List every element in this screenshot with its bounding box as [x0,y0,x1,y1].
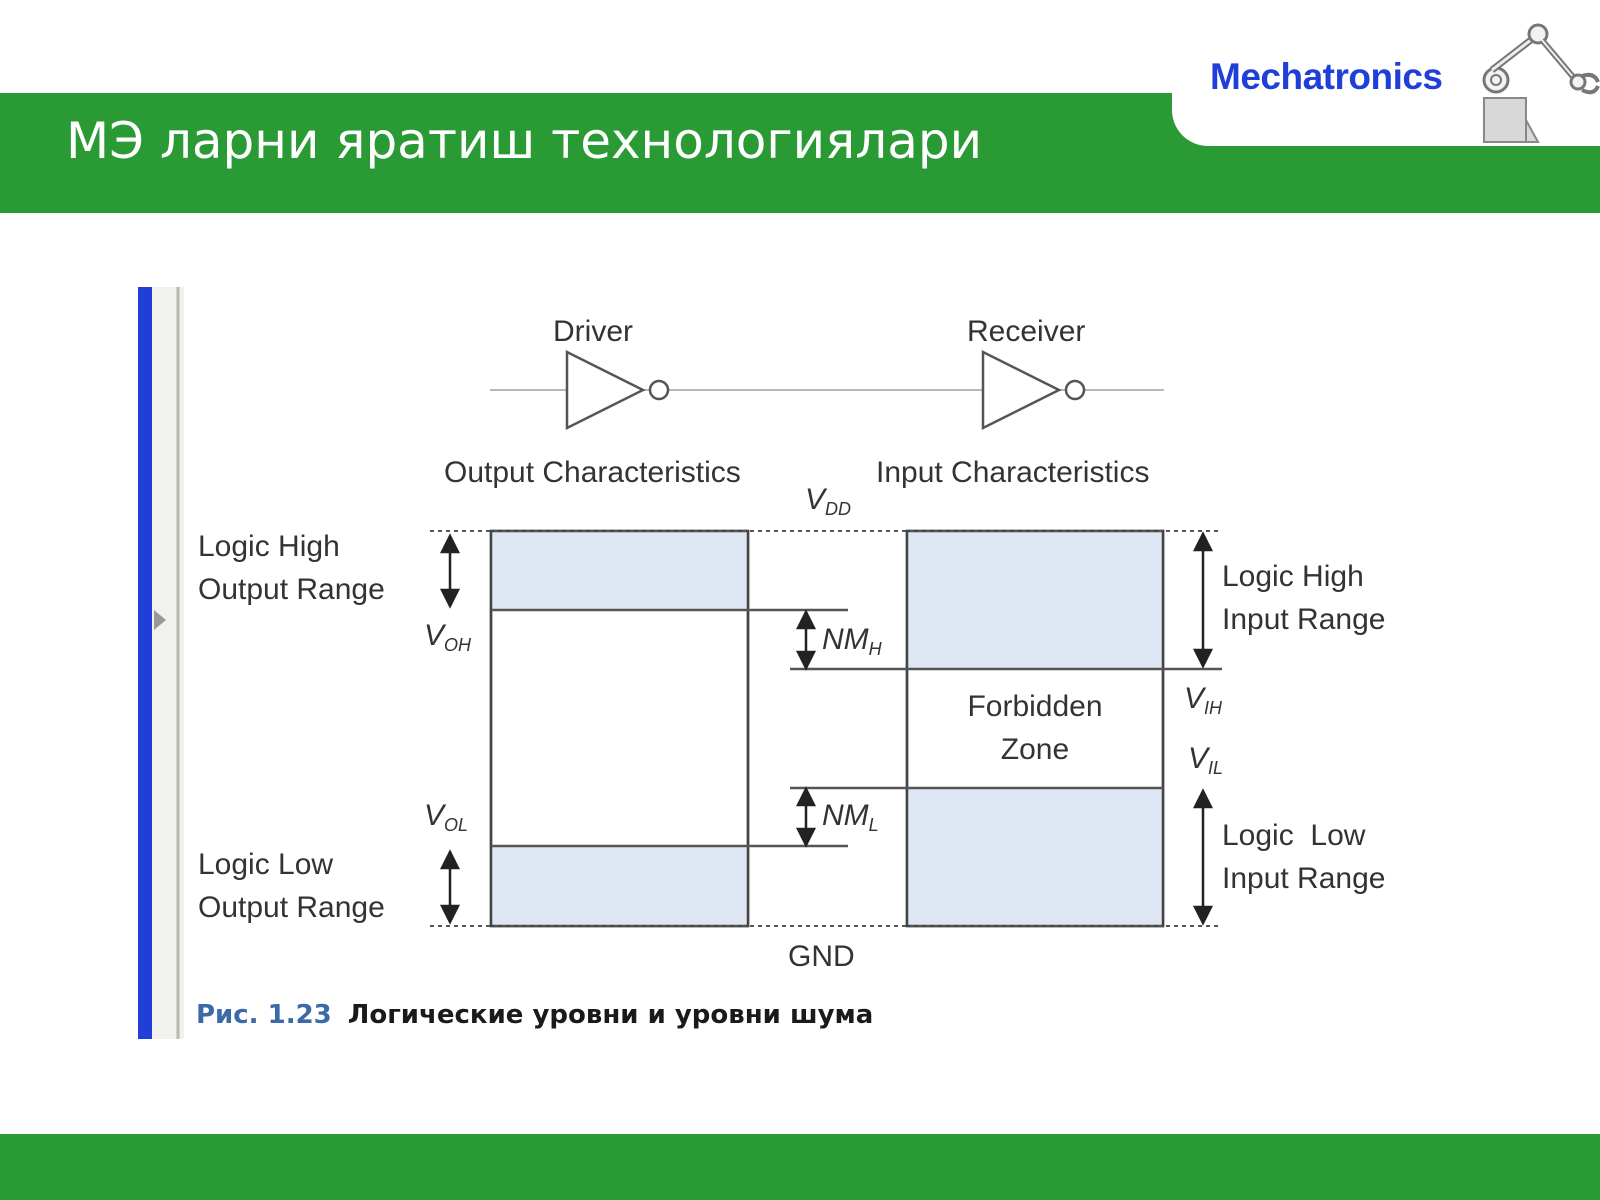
vil-label: VIL [1188,742,1223,778]
gnd-label: GND [788,940,855,973]
output-high-range [492,532,747,610]
nml-label: NML [822,799,879,835]
robot-arm-icon [1482,23,1600,143]
input-high-range [908,532,1162,669]
slide-title: МЭ ларни яратиш технологиялари [66,112,983,170]
logo-tab [1172,0,1600,146]
output-box-outline [489,529,750,928]
output-characteristics-label: Output Characteristics [444,456,741,489]
receiver-label: Receiver [967,315,1085,348]
driver-label: Driver [553,315,633,348]
receiver-gate [981,349,1086,431]
forbidden-zone-label-2: Zone [1001,733,1069,766]
logic-low-input-label-2: Input Range [1222,862,1385,895]
logic-high-output-label: Logic High [198,530,340,563]
logic-high-input-label-2: Input Range [1222,603,1385,636]
nmh-label: NMH [822,623,883,659]
input-low-range [908,788,1162,925]
bottom-bar [0,1134,1600,1200]
logic-low-input-label: Logic Low [1222,819,1366,852]
vdd-label: VDD [805,483,851,519]
accent-arrow [154,610,166,630]
accent-bar [138,287,152,1039]
logic-low-output-label: Logic Low [198,848,333,881]
logic-high-input-label: Logic High [1222,560,1364,593]
input-characteristics-label: Input Characteristics [876,456,1149,489]
input-box-outline [905,529,1165,928]
logic-low-output-label-2: Output Range [198,891,385,924]
brand-logo-text: Mechatronics [1210,56,1443,97]
vih-label: VIH [1184,682,1223,718]
double-arrows [439,531,1214,926]
forbidden-zone-label: Forbidden [967,690,1102,723]
logic-high-output-label-2: Output Range [198,573,385,606]
caption-text: Логические уровни и уровни шума [347,1000,874,1030]
caption-number: Рис. 1.23 [196,1000,332,1030]
driver-gate [565,349,670,431]
voh-label: VOH [424,619,472,655]
output-low-range [492,846,747,925]
figure-caption: Рис. 1.23 Логические уровни и уровни шума [196,1000,873,1030]
vol-label: VOL [424,799,468,835]
